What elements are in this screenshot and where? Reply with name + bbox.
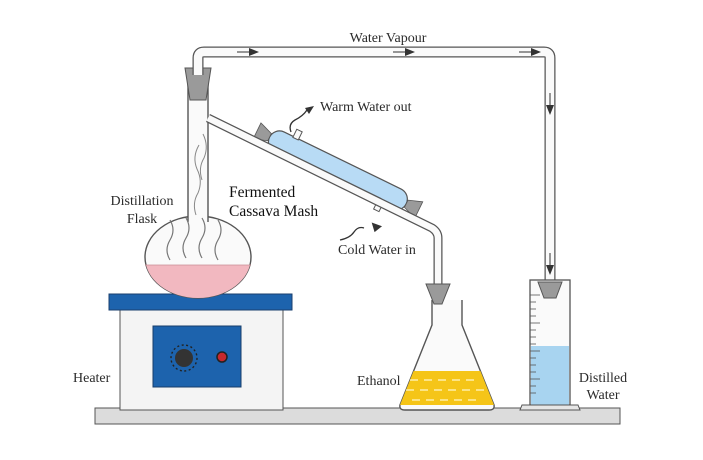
label-fermented-line1: Fermented [229,184,296,201]
heater-indicator-light [216,351,228,363]
label-distillation-flask-line2: Flask [127,212,157,227]
label-water-vapour: Water Vapour [350,31,427,46]
heater-knob [175,349,193,367]
label-distillation-flask-line1: Distillation [111,194,174,209]
measuring-cylinder [519,279,581,411]
conical-flask [399,283,495,411]
distilled-water-liquid [531,346,569,405]
label-distilled-line1: Distilled [579,371,627,386]
distillation-flask [144,67,252,299]
heater-control-panel [152,325,242,388]
label-ethanol: Ethanol [357,374,401,389]
bench [94,407,621,425]
condenser [206,106,443,292]
label-heater: Heater [73,371,111,386]
label-distilled-line2: Water [586,388,619,403]
conical-flask-funnel [425,283,451,305]
label-fermented-line2: Cassava Mash [229,203,318,220]
heater [108,293,293,411]
ethanol-liquid [400,371,494,405]
water-vapour-tube [192,46,556,285]
label-cold-water-in: Cold Water in [338,243,416,258]
label-warm-water-out: Warm Water out [320,100,412,115]
